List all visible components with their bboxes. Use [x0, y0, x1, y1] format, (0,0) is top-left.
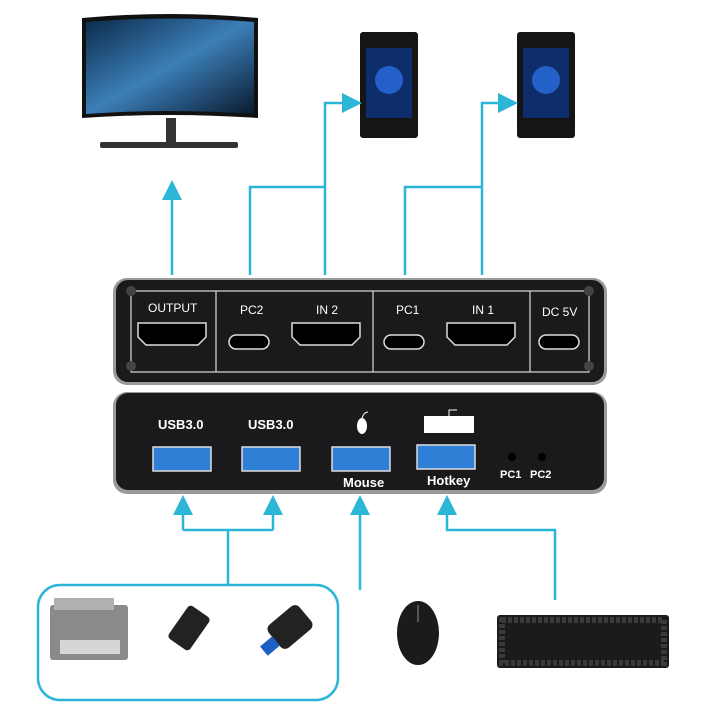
bottom-connection-lines	[173, 495, 557, 600]
hdmi-in2-port[interactable]	[291, 322, 361, 346]
hotkey-label: Hotkey	[427, 473, 471, 488]
led-pc2-label: PC2	[530, 469, 551, 481]
mouse-symbol-icon	[357, 411, 369, 434]
keyboard	[497, 615, 669, 668]
monitor	[82, 14, 258, 148]
usbc-dc-port[interactable]	[538, 334, 580, 350]
usb-drive	[168, 605, 210, 651]
keyboard-symbol-icon	[424, 409, 474, 433]
usb-port-hotkey[interactable]	[416, 444, 476, 470]
dc-label: DC 5V	[542, 305, 577, 319]
top-connection-lines	[162, 93, 518, 275]
led-pc1	[508, 453, 516, 461]
usb-port-mouse[interactable]	[331, 446, 391, 472]
in2-label: IN 2	[316, 303, 338, 317]
pc2-label: PC2	[240, 303, 264, 317]
hdmi-output-port[interactable]	[137, 322, 207, 346]
output-label: OUTPUT	[148, 301, 198, 315]
usb2-label: USB3.0	[248, 417, 294, 432]
in1-label: IN 1	[472, 303, 494, 317]
screws	[126, 286, 594, 371]
rear-panel: OUTPUT PC2 IN 2 PC1 IN 1 DC 5V	[113, 278, 607, 385]
led-pc1-label: PC1	[500, 469, 521, 481]
pc-tower-1	[360, 32, 418, 138]
led-pc2	[538, 453, 546, 461]
pc1-label: PC1	[396, 303, 420, 317]
mouse	[397, 601, 439, 665]
usbc-pc2-port[interactable]	[228, 334, 270, 350]
mouse-label: Mouse	[343, 475, 384, 490]
pc-tower-2	[517, 32, 575, 138]
printer	[50, 598, 128, 660]
front-panel: USB3.0 USB3.0 Mouse Hotkey PC1 PC2	[113, 392, 607, 494]
usb-port-1[interactable]	[152, 446, 212, 472]
usbc-pc1-port[interactable]	[383, 334, 425, 350]
hdmi-in1-port[interactable]	[446, 322, 516, 346]
card-reader	[260, 605, 313, 656]
usb-port-2[interactable]	[241, 446, 301, 472]
usb1-label: USB3.0	[158, 417, 204, 432]
usb-devices-group	[36, 583, 340, 702]
